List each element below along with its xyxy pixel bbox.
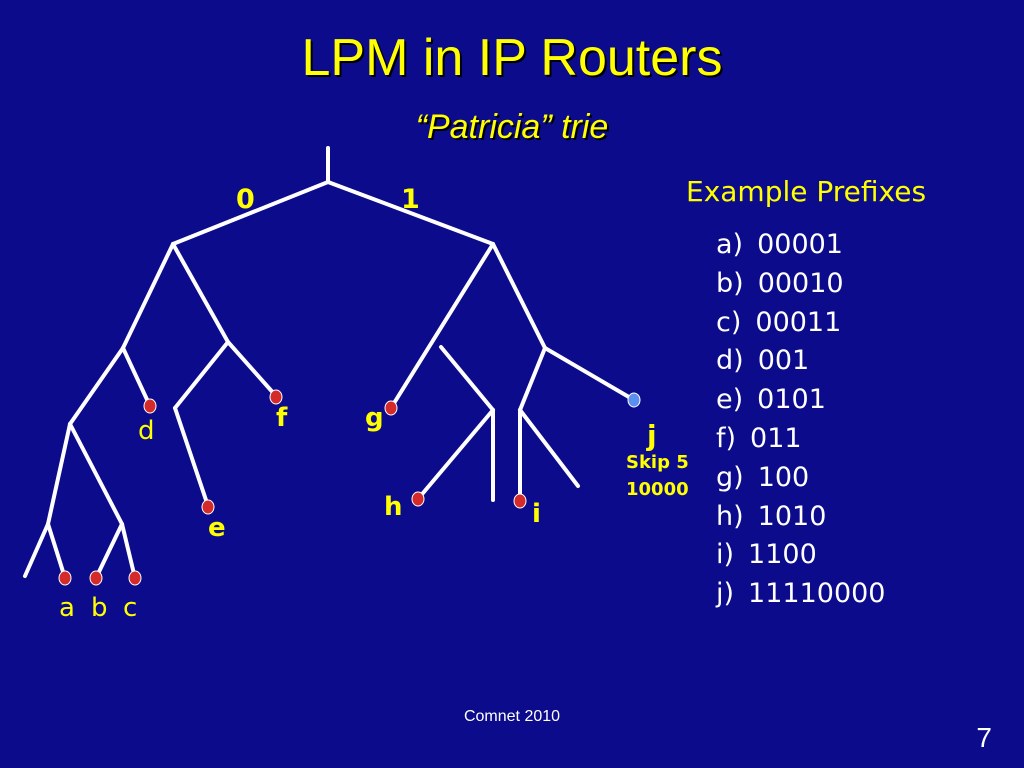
edge-0001-b [94, 522, 124, 580]
edge-label-one: 1 [401, 184, 420, 215]
edge-0-01 [171, 242, 230, 344]
prefix-item-g: g) 100 [716, 459, 885, 498]
prefix-value: 011 [750, 422, 802, 454]
leaf-node-b [89, 570, 103, 586]
prefix-item-e: e) 0101 [716, 381, 885, 420]
edge-0000-stub [23, 522, 50, 578]
leaf-label-e: e [208, 513, 226, 543]
footer-text: Comnet 2010 [463, 708, 561, 725]
prefix-value: 100 [757, 461, 810, 493]
leaf-node-e [201, 499, 215, 515]
prefix-value: 11110000 [748, 578, 886, 610]
edge-110-stub [518, 408, 580, 488]
prefix-value: 00010 [757, 267, 844, 299]
edge-01-f [226, 340, 278, 398]
leaf-label-j: j [646, 419, 657, 452]
leaf-label-a: a [59, 593, 75, 623]
trie-edges [23, 146, 636, 580]
edge-1-11 [491, 242, 547, 350]
prefix-item-i: i) 1100 [716, 536, 885, 575]
edge-00-000 [68, 346, 125, 426]
trie-labels: 0 1 a b c d e f g h i j Skip 5 10000 [59, 184, 689, 623]
skip-note-line1: Skip 5 [626, 452, 689, 473]
leaf-label-d: d [138, 416, 155, 446]
prefix-value: 1100 [748, 539, 817, 571]
edge-0000-a [46, 522, 67, 580]
slide-title: LPM in IP Routers [301, 29, 723, 87]
prefix-value: 0101 [757, 384, 826, 416]
edge-0-00 [121, 242, 175, 350]
prefix-value: 1010 [757, 500, 827, 532]
leaf-node-f [269, 389, 283, 405]
edge-000-0001 [68, 422, 124, 526]
leaf-node-j [627, 392, 641, 408]
edge-01-010 [173, 340, 230, 410]
slide-number: 7 [976, 722, 992, 753]
slide-subtitle: “Patricia” trie [415, 108, 609, 146]
prefix-item-c: c) 00011 [716, 304, 885, 343]
prefix-key: d) [716, 345, 744, 377]
prefix-item-d: d) 001 [716, 342, 885, 381]
prefix-list-heading: Example Prefixes [686, 175, 927, 208]
leaf-node-d [143, 398, 157, 414]
edge-10x-101 [439, 345, 495, 412]
leaf-label-b: b [91, 593, 108, 623]
trie-leaves [58, 389, 641, 586]
prefix-list: a) 00001 b) 00010 c) 00011 d) 001 e) 0101 f) 0… [716, 226, 885, 614]
prefix-item-b: b) 00010 [716, 265, 885, 304]
prefix-item-h: h) 1010 [716, 498, 885, 537]
prefix-key: h) [716, 500, 744, 532]
prefix-value: 00001 [757, 229, 843, 260]
edge-1-g [389, 242, 495, 410]
edge-11-110 [518, 346, 547, 412]
leaf-label-c: c [123, 593, 137, 623]
leaf-node-h [411, 491, 425, 507]
edge-11-j [543, 346, 636, 402]
leaf-node-g [384, 400, 398, 416]
edge-root-0 [171, 180, 330, 246]
leaf-node-i [513, 493, 527, 509]
edge-000-0000 [46, 422, 72, 526]
prefix-key: c) [716, 306, 742, 338]
prefix-item-a: a) 00001 [716, 226, 885, 265]
skip-note-line2: 10000 [626, 479, 689, 500]
leaf-label-f: f [276, 403, 288, 433]
prefix-key: a) [716, 229, 744, 260]
prefix-key: e) [716, 384, 744, 416]
leaf-label-i: i [532, 499, 541, 529]
prefix-value: 001 [757, 345, 810, 377]
leaf-label-h: h [384, 492, 403, 522]
edge-010-e [173, 406, 210, 508]
edge-00-d [121, 346, 152, 408]
leaf-node-a [58, 570, 72, 586]
prefix-key: i) [716, 539, 735, 571]
prefix-item-j: j) 11110000 [716, 575, 885, 614]
prefix-key: g) [716, 461, 744, 493]
prefix-value: 00011 [755, 306, 842, 338]
leaf-label-g: g [365, 403, 384, 433]
prefix-key: b) [716, 267, 744, 299]
leaf-node-c [128, 570, 142, 586]
edge-0001-c [120, 522, 137, 580]
prefix-key: j) [716, 578, 735, 610]
edge-label-zero: 0 [236, 184, 255, 215]
edge-101-h [416, 408, 495, 501]
edge-root-1 [326, 180, 495, 246]
prefix-key: f) [716, 422, 737, 454]
prefix-item-f: f) 011 [716, 420, 885, 459]
